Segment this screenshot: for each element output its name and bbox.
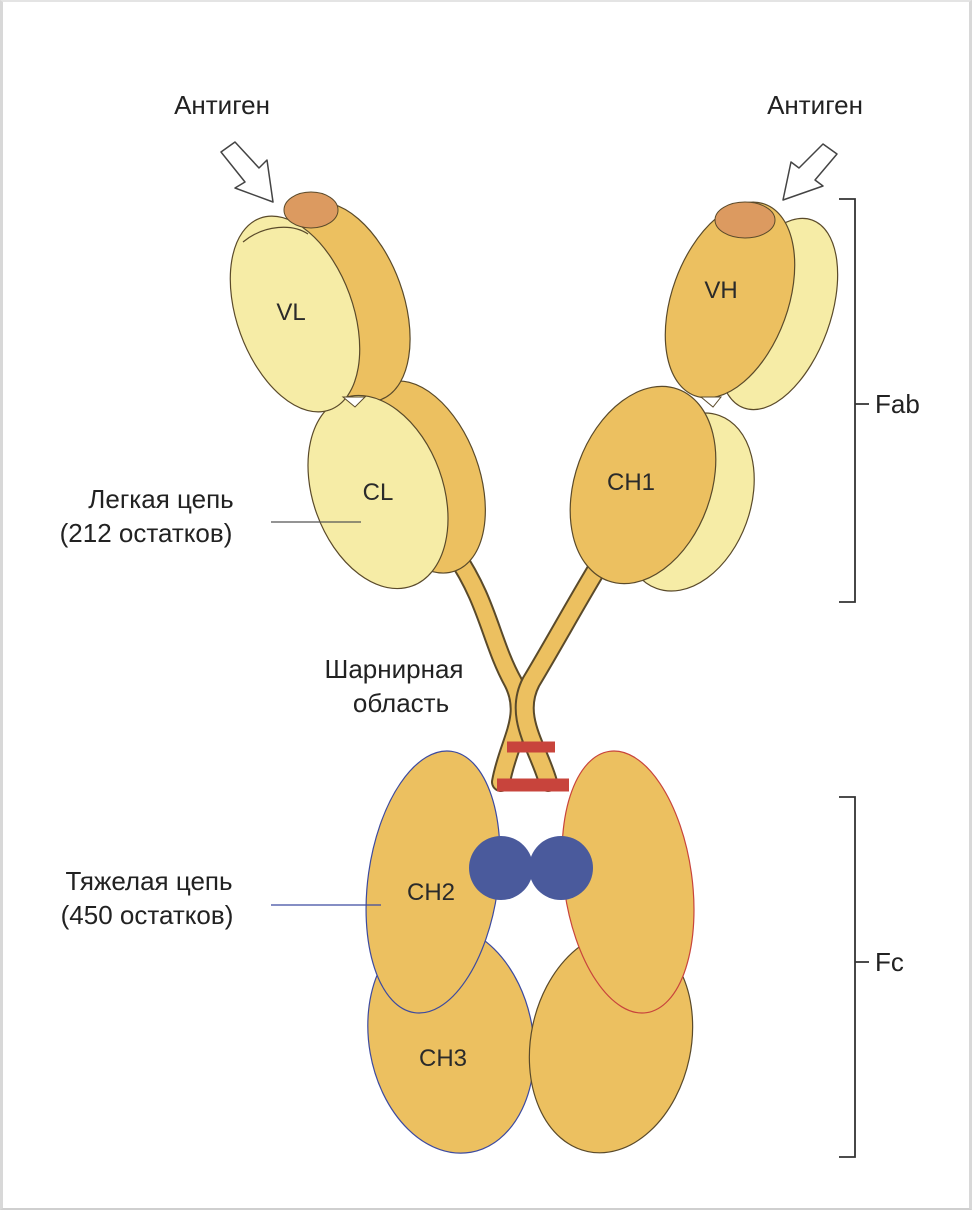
carbohydrate-left [469,836,533,900]
right-fab-arm [544,184,861,609]
antigen-arrow-left [221,142,273,202]
vh-label: VH [704,277,737,304]
antibody-diagram: Антиген Антиген Легкая цепь (212 остатко… [3,2,972,1212]
fab-bracket [839,199,869,602]
hinge-label-line1: Шарнирная [325,654,464,684]
fc-label: Fc [875,947,904,977]
fc-bracket [839,797,869,1157]
heavy-chain-label-line1: Тяжелая цепь [65,866,232,896]
antigen-binding-site-left [284,192,338,228]
hinge-label-line2: область [353,688,449,718]
left-fab-arm [206,184,510,608]
antigen-label-right: Антиген [767,90,863,120]
antigen-label-left: Антиген [174,90,270,120]
light-chain-label-line2: (212 остатков) [60,518,233,548]
antigen-arrow-right [783,144,837,200]
fab-label: Fab [875,389,920,419]
ch2-label: CH2 [407,879,455,906]
cl-label: CL [363,479,394,506]
light-chain-label-line1: Легкая цепь [88,484,233,514]
ch1-label: CH1 [607,469,655,496]
antigen-binding-site-right [715,202,775,238]
heavy-chain-label-line2: (450 остатков) [61,900,234,930]
carbohydrate-right [529,836,593,900]
vl-label: VL [276,299,305,326]
ch3-label: CH3 [419,1045,467,1072]
fc-region [350,742,712,1168]
